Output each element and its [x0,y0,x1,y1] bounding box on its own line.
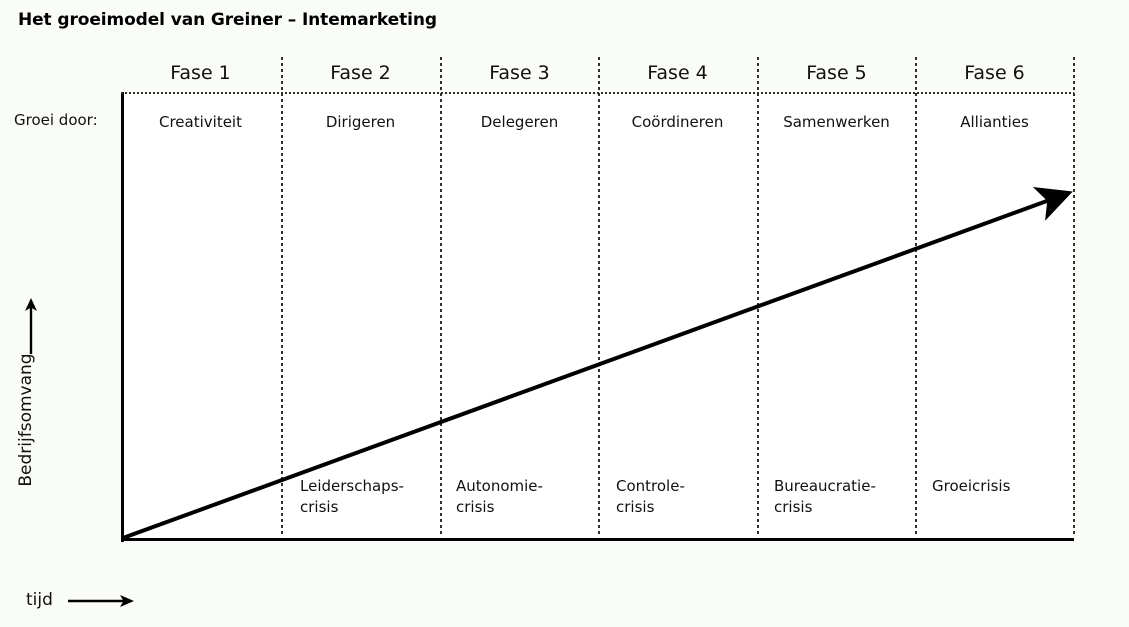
phase-header-5: Fase 5 [806,62,867,84]
grid-top-border [121,92,1074,94]
phase-header-2: Fase 2 [330,62,391,84]
page-title: Het groeimodel van Greiner – Intemarketi… [18,10,437,30]
x-axis-line [121,538,1074,541]
growth-through-row-label: Groei door: [14,111,98,129]
phase-header-3: Fase 3 [489,62,550,84]
grid-right-border [1073,57,1075,535]
crisis-label-2: Leiderschaps- crisis [300,477,404,516]
phase-header-6: Fase 6 [964,62,1025,84]
growth-through-4: Coördineren [631,113,724,131]
crisis-label-5: Bureaucratie- crisis [774,477,876,516]
growth-through-2: Dirigeren [325,113,396,131]
x-axis-label: tijd [26,590,53,610]
crisis-label-6: Groeicrisis [932,477,1011,495]
growth-through-6: Allianties [960,113,1029,131]
y-axis-line [121,92,124,542]
growth-through-5: Samenwerken [783,113,890,131]
arrow-right-icon [68,595,134,607]
crisis-label-3: Autonomie- crisis [456,477,543,516]
phase-header-4: Fase 4 [647,62,708,84]
growth-through-1: Creativiteit [159,113,242,131]
crisis-label-4: Controle- crisis [616,477,685,516]
arrow-up-icon [25,298,37,354]
growth-through-3: Delegeren [480,113,559,131]
phase-header-1: Fase 1 [170,62,231,84]
